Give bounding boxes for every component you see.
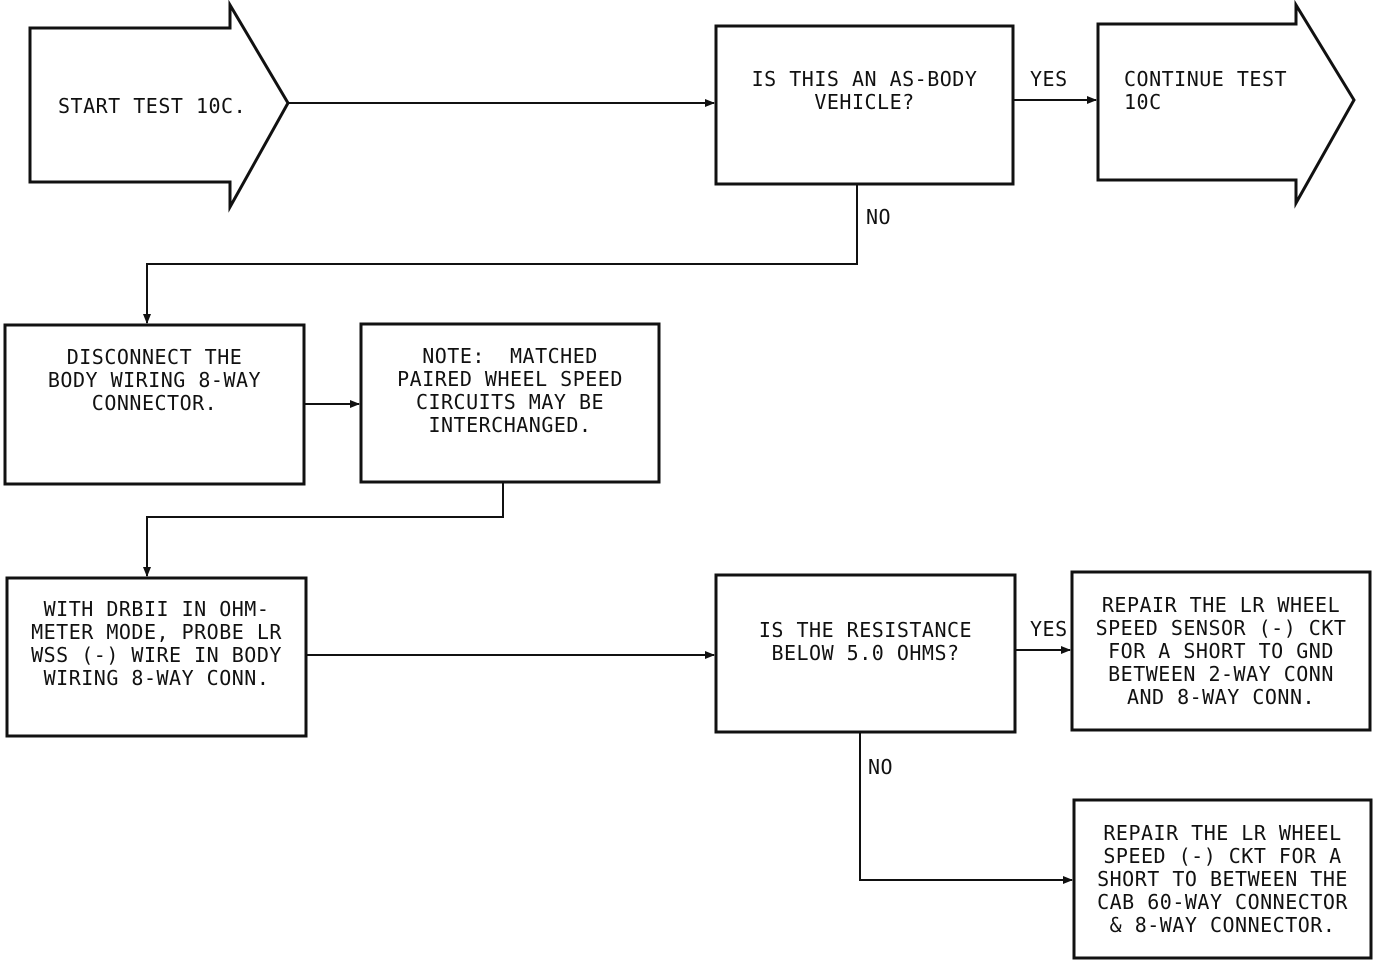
question-as-body-label: IS THIS AN AS-BODY VEHICLE? [751, 67, 978, 114]
edge-label-no-2: NO [868, 755, 894, 779]
repair-gnd-box [1070, 570, 1372, 732]
question-as-body-box [714, 24, 1015, 186]
note-box [359, 322, 661, 484]
disconnect-label: DISCONNECT THE BODY WIRING 8-WAY CONNECT… [47, 345, 262, 415]
repair-gnd-label: REPAIR THE LR WHEEL SPEED SENSOR (-) CKT… [1095, 593, 1347, 709]
probe-label: WITH DRBII IN OHM- METER MODE, PROBE LR … [31, 597, 282, 690]
repair-short-box [1072, 798, 1373, 960]
probe-box [5, 576, 308, 738]
repair-short-label: REPAIR THE LR WHEEL SPEED (-) CKT FOR A … [1097, 821, 1348, 937]
note-label: NOTE: MATCHED PAIRED WHEEL SPEED CIRCUIT… [397, 344, 623, 437]
edge-label-yes-1: YES [1030, 67, 1068, 91]
edge-note-to-probe [143, 482, 504, 577]
edge-resistance-no [859, 732, 1073, 884]
edge-label-no-1: NO [866, 205, 892, 229]
continue-arrow-shape [1096, 0, 1356, 209]
question-resistance-label: IS THE RESISTANCE BELOW 5.0 OHMS? [758, 618, 973, 665]
start-arrow-shape [28, 0, 290, 213]
edge-label-yes-2: YES [1030, 617, 1068, 641]
continue-label: CONTINUE TEST 10C [1124, 67, 1288, 114]
edge-question-no [143, 184, 858, 324]
question-resistance-box [714, 573, 1017, 734]
start-label: START TEST 10C. [58, 94, 247, 118]
